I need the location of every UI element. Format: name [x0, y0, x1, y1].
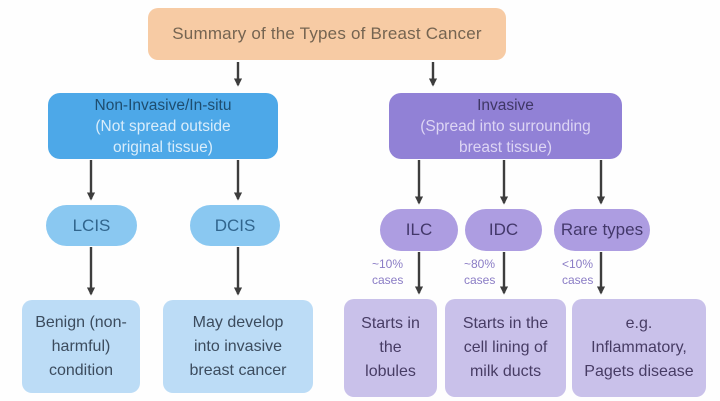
leaf-ilc-outcome: Starts in the lobules	[344, 299, 437, 397]
leaf-rare-outcome: e.g. Inflammatory, Pagets disease	[572, 299, 706, 397]
share-label-rare: <10% cases	[562, 257, 594, 287]
share-label-ilc: ~10% cases	[372, 257, 404, 287]
invasive-heading: Invasive	[477, 96, 534, 114]
invasive-subtext: (Spread into surrounding breast tissue)	[420, 117, 591, 156]
share-label-idc: ~80% cases	[464, 257, 496, 287]
branch-non-invasive: Non-Invasive/In-situ (Not spread outside…	[48, 93, 278, 159]
node-ilc: ILC	[380, 209, 458, 251]
node-dcis: DCIS	[190, 205, 280, 246]
node-idc: IDC	[465, 209, 542, 251]
root-title-node: Summary of the Types of Breast Cancer	[148, 8, 506, 60]
leaf-lcis-outcome: Benign (non- harmful) condition	[22, 300, 140, 393]
non-invasive-heading: Non-Invasive/In-situ	[94, 96, 232, 114]
node-rare-types: Rare types	[554, 209, 650, 251]
non-invasive-subtext: (Not spread outside original tissue)	[95, 117, 231, 156]
branch-invasive: Invasive (Spread into surrounding breast…	[389, 93, 622, 159]
leaf-idc-outcome: Starts in the cell lining of milk ducts	[445, 299, 566, 397]
leaf-dcis-outcome: May develop into invasive breast cancer	[163, 300, 313, 393]
node-lcis: LCIS	[46, 205, 137, 246]
